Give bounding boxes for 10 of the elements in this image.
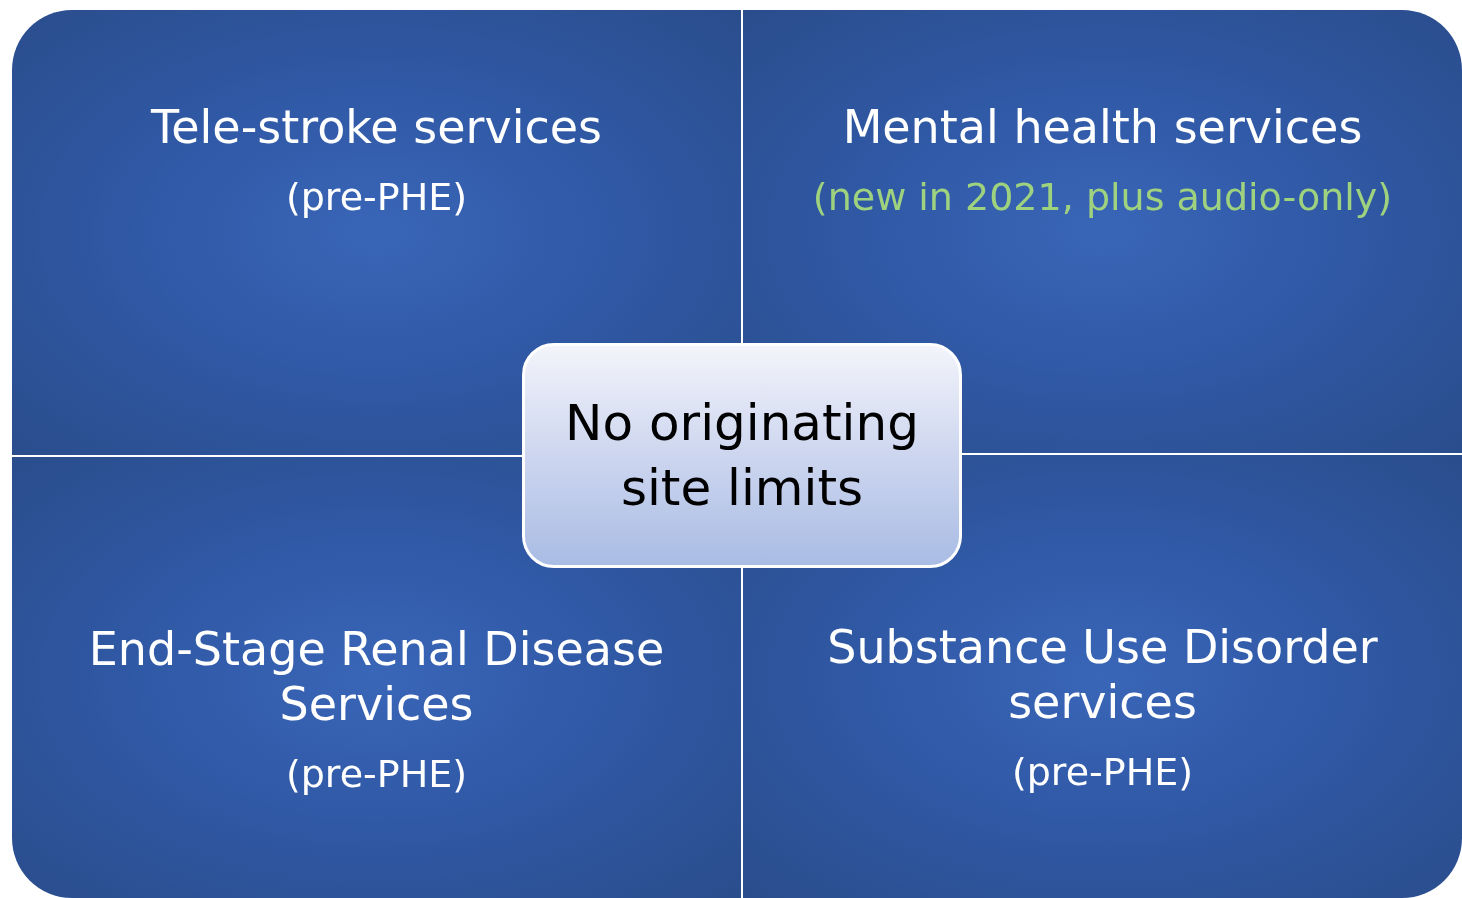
heading: End-Stage Renal Disease Services (87, 622, 666, 733)
center-box (522, 343, 962, 568)
subtitle: (pre-PHE) (285, 752, 468, 797)
heading: Substance Use Disorder services (826, 620, 1379, 731)
heading: Tele-stroke services (151, 100, 602, 156)
subtitle: (pre-PHE) (285, 175, 468, 220)
subtitle: (pre-PHE) (1011, 750, 1194, 795)
heading: No originating site limits (564, 392, 920, 519)
heading: Mental health services (842, 100, 1363, 156)
subtitle: (new in 2021, plus audio-only) (812, 175, 1393, 220)
